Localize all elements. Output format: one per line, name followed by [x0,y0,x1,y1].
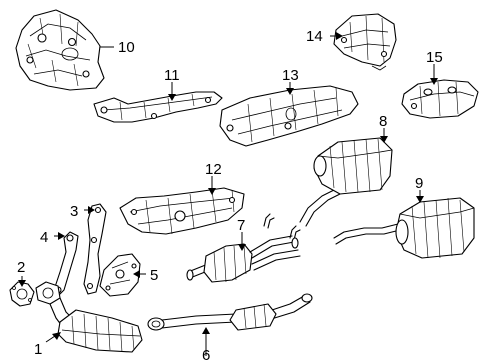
callout-4: 4 [40,229,48,246]
part-15-heat-shield [401,79,479,119]
callout-3: 3 [70,203,78,220]
part-5-bracket [99,253,141,297]
part-1-catalytic-converter [35,281,143,353]
part-6-intermediate-pipe [147,293,313,331]
callout-11: 11 [164,67,180,84]
part-11-heat-shield [93,91,223,123]
callout-7: 7 [237,217,245,234]
callout-2: 2 [17,259,25,276]
part-3-bracket [83,203,107,295]
callout-15: 15 [426,49,443,66]
callout-8: 8 [379,113,387,130]
callout-leaders [18,32,438,356]
callout-13: 13 [282,67,299,84]
callout-5: 5 [150,267,158,284]
part-10-heat-shield [15,9,105,91]
callout-1: 1 [34,341,42,358]
part-12-heat-shield [119,187,245,235]
callout-6: 6 [202,347,210,360]
part-8-rear-muffler [299,137,393,227]
callout-10: 10 [118,39,135,56]
part-14-heat-shield [333,13,397,71]
part-9-rear-muffler [333,197,475,259]
part-7-y-pipe-converter [186,213,301,283]
callout-9: 9 [415,175,423,192]
callout-12: 12 [205,161,222,178]
callout-14: 14 [306,28,323,45]
part-13-heat-shield [219,85,359,147]
callout-labels: 10 11 13 14 15 8 9 12 7 6 3 4 5 2 1 [17,28,443,360]
